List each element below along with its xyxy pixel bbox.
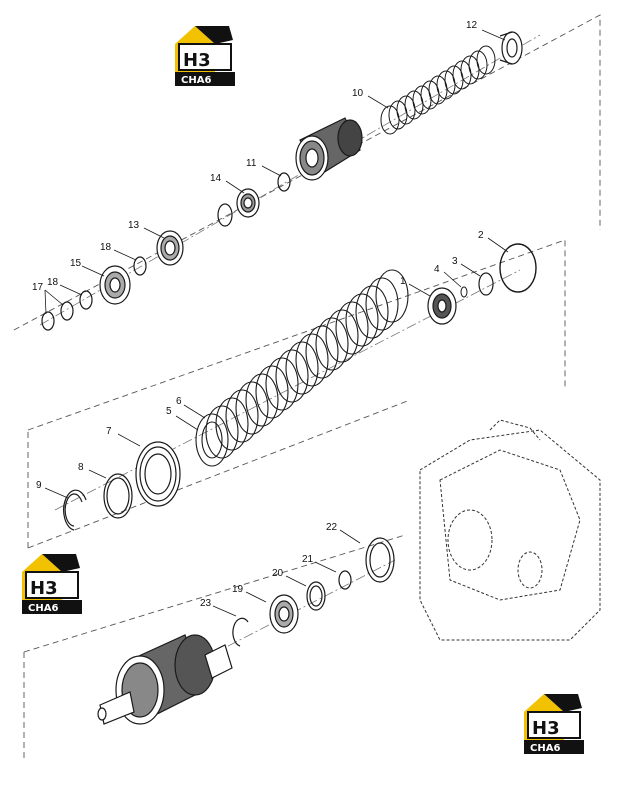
callout-20: 20 (272, 568, 284, 579)
part-18-ring-upper (133, 256, 147, 276)
logo-middle-mark: H3 (30, 578, 58, 599)
callout-17: 17 (32, 282, 44, 293)
callout-21: 21 (302, 554, 314, 565)
callout-1: 1 (400, 276, 406, 287)
part-20-ring (306, 581, 326, 611)
callout-10: 10 (352, 88, 364, 99)
logo-top-mark: H3 (183, 50, 211, 71)
logo-middle: H3 CHA6 (21, 553, 83, 615)
part-13-bearing (156, 230, 184, 266)
callout-5: 5 (166, 406, 172, 417)
logo-middle-wordmark: CHA6 (28, 603, 58, 614)
part-15-bearing (99, 265, 131, 305)
part-8-ring (103, 473, 133, 519)
part-11-snap-ring (277, 172, 291, 192)
callout-15: 15 (70, 258, 82, 269)
callout-18-lower: 18 (47, 277, 59, 288)
part-2-o-ring (499, 243, 537, 293)
part-23-snap-ring (232, 617, 249, 647)
callout-11: 11 (246, 158, 257, 169)
logo-bottom-mark: H3 (532, 718, 560, 739)
callout-6: 6 (176, 396, 182, 407)
logo-top: H3 CHA6 (174, 25, 236, 87)
part-22-ring (365, 537, 395, 583)
callout-23: 23 (200, 598, 212, 609)
callout-9: 9 (36, 480, 42, 491)
callout-3: 3 (452, 256, 458, 267)
part-14-bearing (236, 188, 260, 218)
part-17-18-rings (41, 290, 93, 331)
callout-22: 22 (326, 522, 338, 533)
callout-8: 8 (78, 462, 84, 473)
part-1-piston (427, 287, 457, 325)
callout-labels: 12 10 11 14 13 18 15 17 18 2 3 4 1 6 5 7… (32, 20, 484, 609)
part-3-ring (478, 272, 494, 296)
callout-19: 19 (232, 584, 244, 595)
gear-hub (295, 117, 363, 181)
callout-12: 12 (466, 20, 478, 31)
callout-4: 4 (434, 264, 440, 275)
logo-bottom-wordmark: CHA6 (530, 743, 560, 754)
callout-7: 7 (106, 426, 112, 437)
part-14-ring (217, 203, 233, 227)
leader-lines (44, 29, 509, 617)
logo-top-wordmark: CHA6 (181, 75, 211, 86)
logo-bottom: H3 CHA6 (523, 693, 585, 755)
part-10-spring-pack (380, 45, 496, 135)
part-9-snap-ring (63, 489, 87, 531)
part-19-bearing (269, 594, 299, 634)
part-7-end-plate (135, 441, 181, 507)
part-21-ring (338, 570, 352, 590)
part-4-piece (460, 286, 468, 298)
output-shaft-drum (97, 634, 233, 725)
parts-5-6-clutch-disc-pack (195, 269, 409, 467)
dashed-guide-lines (13, 14, 601, 760)
callout-13: 13 (128, 220, 140, 231)
part-12-bearing (499, 31, 523, 65)
callout-18-upper: 18 (100, 242, 112, 253)
transmission-housing (419, 419, 601, 641)
callout-14: 14 (210, 173, 222, 184)
callout-2: 2 (478, 230, 484, 241)
